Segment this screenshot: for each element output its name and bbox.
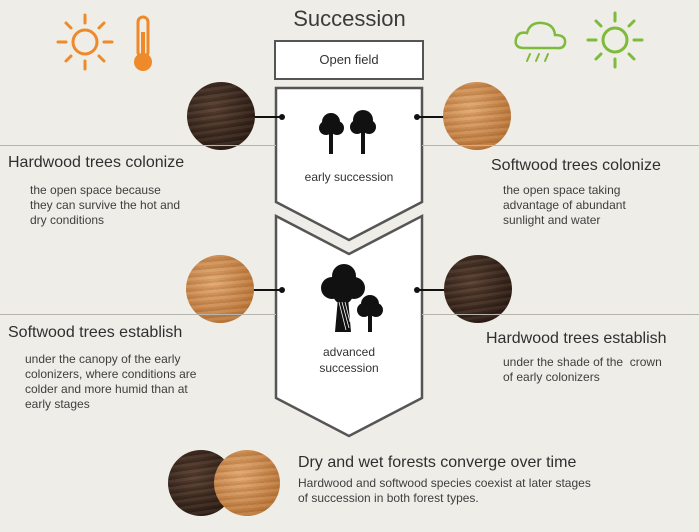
advanced-right-text: under the shade of the crown of early co… <box>503 355 662 384</box>
converge-heading: Dry and wet forests converge over time <box>298 454 577 471</box>
rain-cloud-icon <box>514 21 567 62</box>
advanced-left-text: under the canopy of the early colonizers… <box>25 352 197 411</box>
divider <box>422 145 699 146</box>
early-left-heading: Hardwood trees colonize <box>8 154 185 171</box>
trees-icon <box>319 110 376 154</box>
page-title: Succession <box>293 6 406 31</box>
early-succession-chevron <box>274 86 424 242</box>
divider <box>0 145 276 146</box>
early-right-heading: Softwood trees colonize <box>491 157 661 174</box>
big-trees-icon <box>321 264 383 332</box>
advanced-left-heading: Softwood trees establish <box>8 324 183 341</box>
softwood-disc <box>443 82 511 150</box>
softwood-disc <box>186 255 254 323</box>
hardwood-disc <box>187 82 255 150</box>
divider <box>422 314 699 315</box>
open-field-box: Open field <box>274 40 424 80</box>
converge-text: Hardwood and softwood species coexist at… <box>298 476 591 505</box>
hardwood-disc <box>444 255 512 323</box>
early-left-text: the open space because they can survive … <box>30 183 181 227</box>
early-succession-label: early succession <box>304 170 394 184</box>
softwood-disc <box>214 450 280 516</box>
advanced-succession-label: advanced succession <box>319 345 379 375</box>
advanced-right-heading: Hardwood trees establish <box>486 330 667 347</box>
sun-green-icon <box>586 11 644 69</box>
thermometer-icon <box>134 15 152 71</box>
early-right-text: the open space taking advantage of abund… <box>503 183 626 227</box>
divider <box>0 314 276 315</box>
sun-icon <box>56 13 114 71</box>
